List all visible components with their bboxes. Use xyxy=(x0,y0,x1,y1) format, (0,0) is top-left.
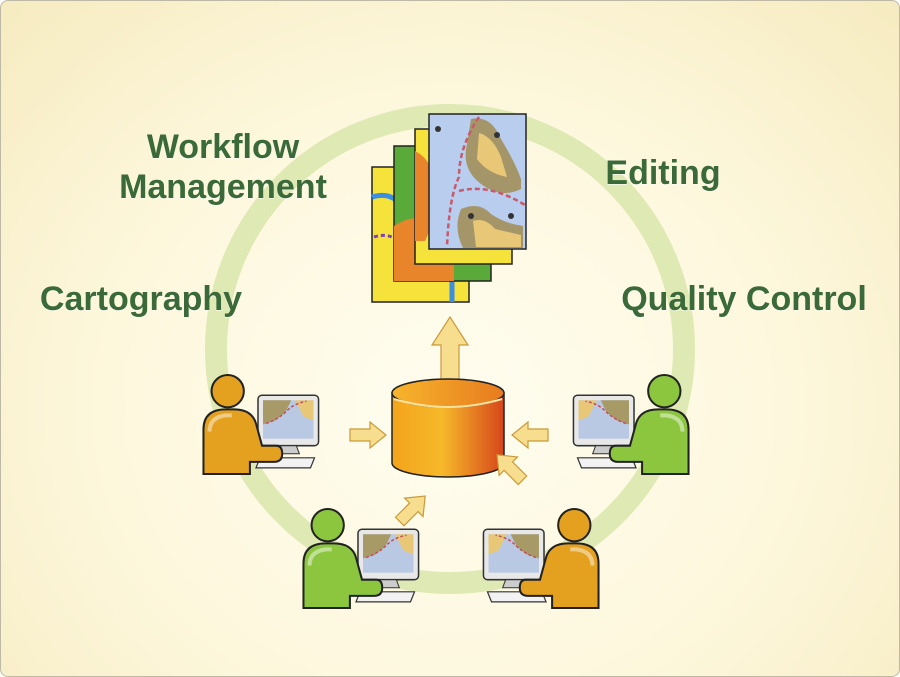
workstation-bottom-right xyxy=(483,509,598,608)
label-workflow-line2: Management xyxy=(119,168,327,206)
arrow-up xyxy=(430,315,470,390)
label-workflow-line1: Workflow xyxy=(146,128,300,166)
arrow-in-bottom-left xyxy=(389,486,436,532)
label-workflow-management: Workflow Management xyxy=(101,127,345,207)
workstation-left xyxy=(203,375,318,474)
arrow-in-left xyxy=(349,421,387,449)
map-stack xyxy=(371,113,527,303)
label-cartography: Cartography xyxy=(39,280,243,318)
workstation-right xyxy=(573,375,688,474)
label-editing: Editing xyxy=(605,154,721,192)
arrow-in-right xyxy=(511,421,549,449)
database-cylinder xyxy=(391,378,505,478)
label-quality-control: Quality Control xyxy=(621,280,867,318)
